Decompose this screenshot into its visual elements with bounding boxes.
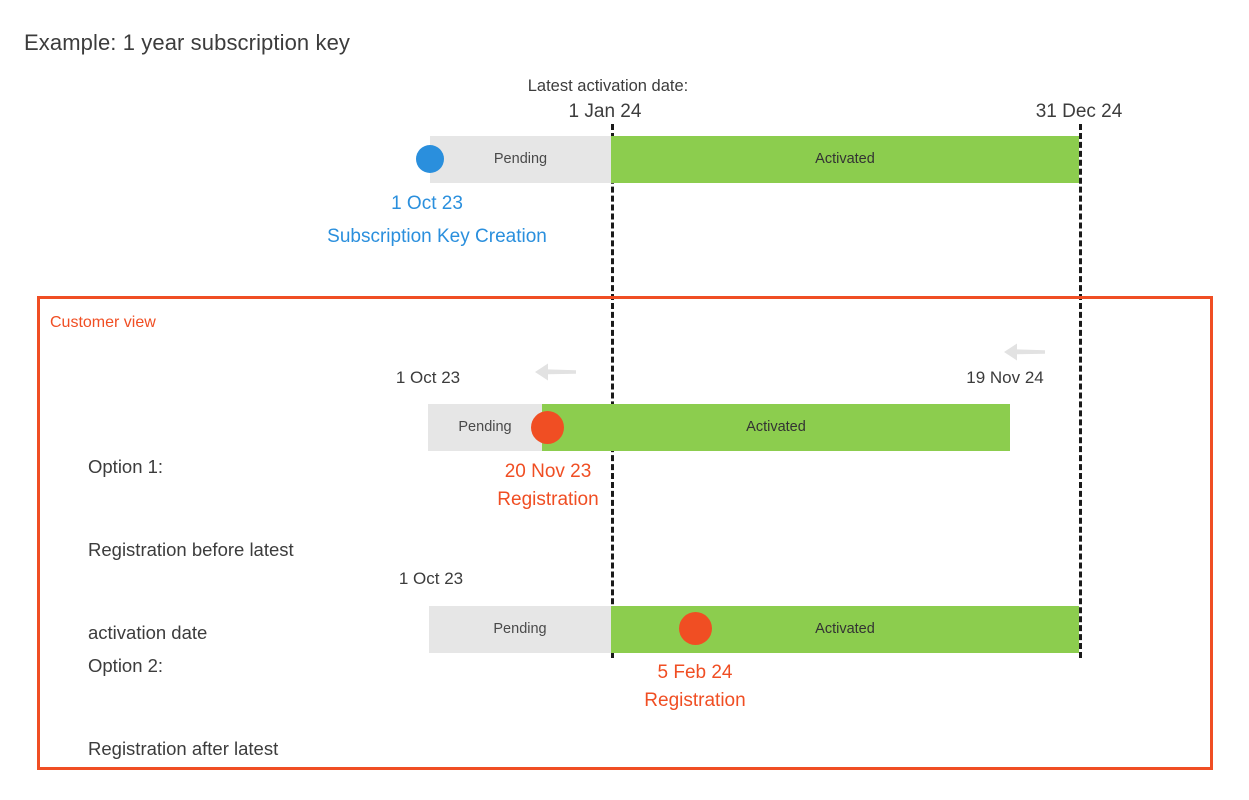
arrow-left-icon-2: [1003, 342, 1045, 362]
option-1-registration-caption-label: Registration: [497, 489, 599, 510]
option-2-bar-activated-label: Activated: [815, 621, 875, 638]
customer-view-box: [37, 296, 1213, 770]
option-2-bar-pending-label: Pending: [493, 621, 547, 638]
option-1-end-date-label: 19 Nov 24: [966, 368, 1044, 387]
key-bar-activated[interactable]: Activated: [611, 136, 1079, 183]
option-1-text-block: Option 1: Registration before latest act…: [88, 397, 294, 702]
option-1-bar-activated-label: Activated: [746, 419, 806, 436]
option-2-title: Option 2:: [88, 654, 164, 676]
subscription-key-creation-marker[interactable]: [416, 145, 444, 173]
option-1-title: Option 1:: [88, 455, 164, 477]
key-bar-activated-label: Activated: [815, 151, 875, 168]
arrow-left-icon: [534, 362, 576, 382]
page-title: Example: 1 year subscription key: [24, 30, 351, 55]
option-1-bar-pending-label: Pending: [458, 419, 512, 436]
option-2-text-block: Option 2: Registration after latest acti…: [88, 596, 278, 800]
creation-date-label: 1 Oct 23: [391, 193, 463, 214]
guide-line-latest-activation: [611, 124, 614, 658]
option-1-bar-pending[interactable]: Pending: [428, 404, 542, 451]
option-2-registration-marker[interactable]: [679, 612, 712, 645]
option-2-description-line-1: Registration after latest: [88, 737, 279, 759]
latest-activation-date-label: 1 Jan 24: [568, 101, 642, 122]
creation-caption-label: Subscription Key Creation: [327, 226, 547, 247]
guide-line-end-date: [1079, 124, 1082, 658]
latest-activation-caption: Latest activation date:: [527, 77, 689, 95]
customer-view-label: Customer view: [50, 314, 156, 331]
option-1-bar-activated[interactable]: Activated: [542, 404, 1010, 451]
end-date-label: 31 Dec 24: [1035, 101, 1123, 122]
option-1-registration-date-label: 20 Nov 23: [504, 461, 592, 482]
option-1-registration-marker[interactable]: [531, 411, 564, 444]
option-2-registration-date-label: 5 Feb 24: [657, 662, 733, 683]
key-bar-pending[interactable]: Pending: [430, 136, 611, 183]
option-2-registration-caption-label: Registration: [644, 690, 746, 711]
option-1-start-date-label: 1 Oct 23: [395, 368, 461, 387]
key-bar-pending-label: Pending: [493, 151, 548, 168]
option-2-bar-pending[interactable]: Pending: [429, 606, 611, 653]
option-1-description-line-2: activation date: [88, 622, 208, 643]
option-2-start-date-label: 1 Oct 23: [398, 569, 464, 588]
option-1-description-line-1: Registration before latest: [88, 538, 294, 560]
